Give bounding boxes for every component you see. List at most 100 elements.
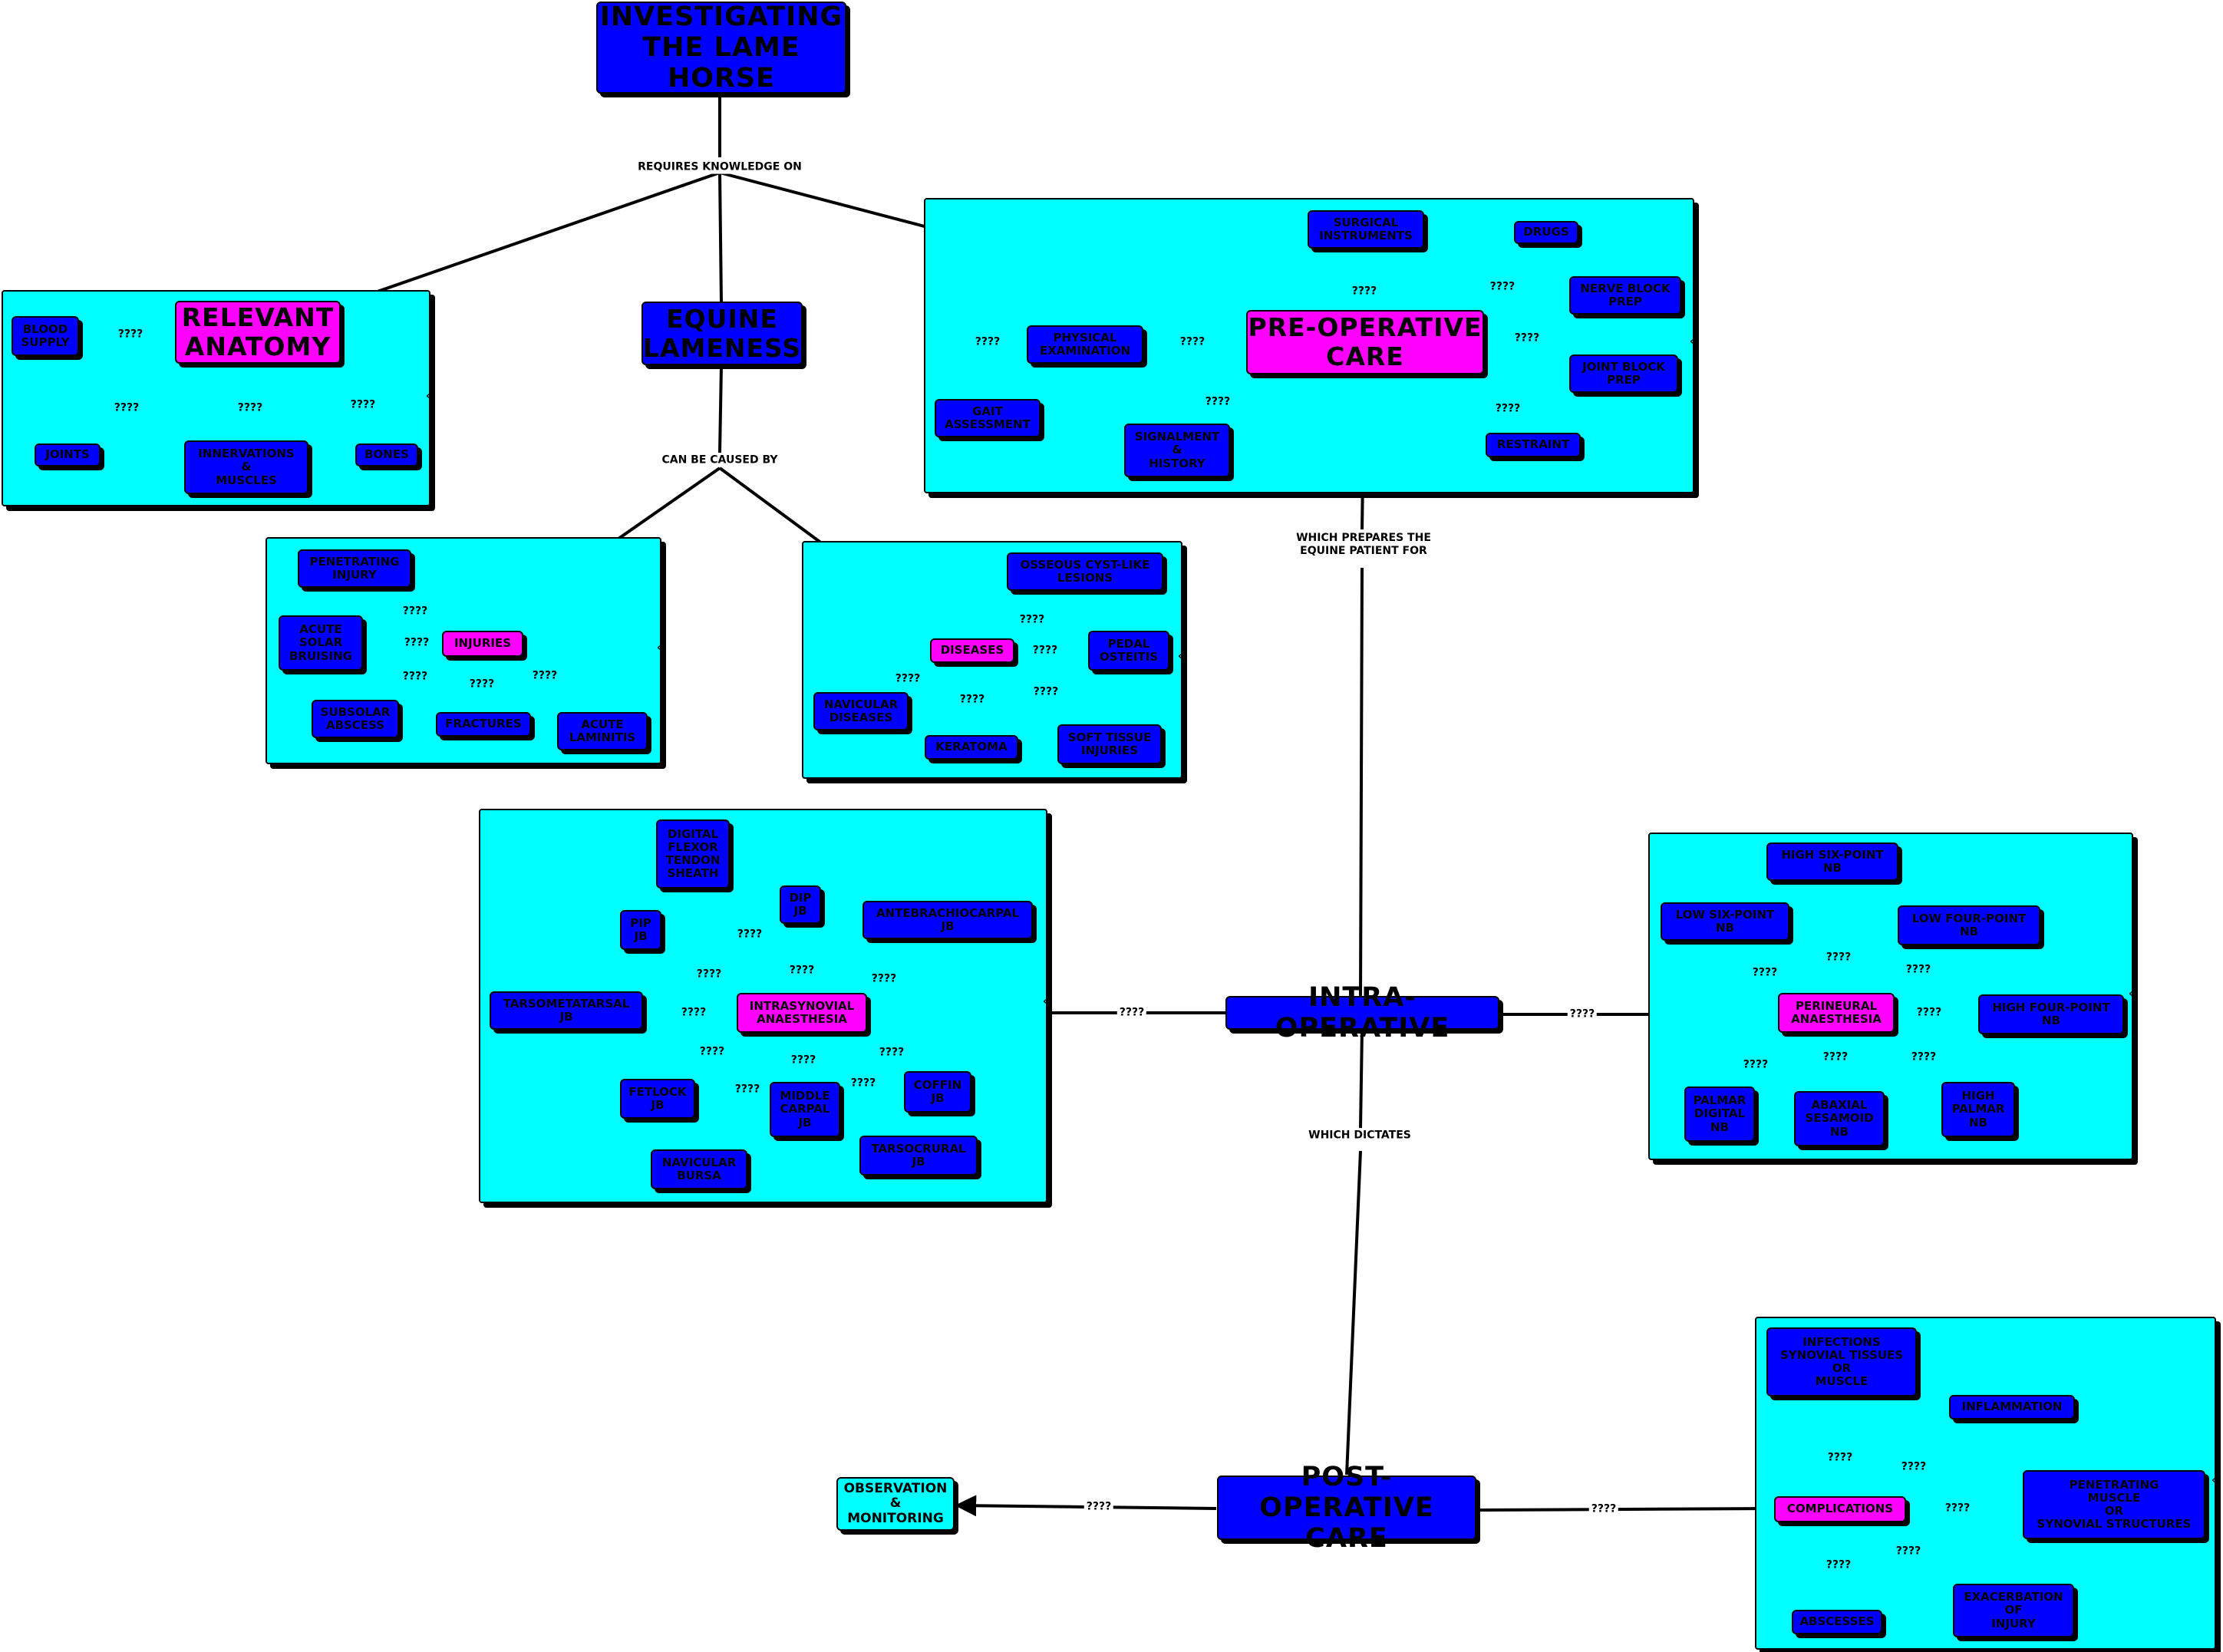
link-unknown[interactable]: ???? (787, 964, 817, 978)
high-four-point-nb-node[interactable]: HIGH FOUR-POINT NB (1978, 994, 2124, 1034)
link-unknown[interactable]: ???? (235, 401, 266, 415)
link-unknown[interactable]: ???? (1202, 395, 1233, 409)
palmar-digital-nb-node[interactable]: PALMAR DIGITAL NB (1684, 1086, 1755, 1142)
fetlock-jb-node[interactable]: FETLOCK JB (620, 1079, 695, 1119)
diseases-hub[interactable]: DISEASES (930, 638, 1014, 663)
inflammation-node[interactable]: INFLAMMATION (1949, 1395, 2075, 1420)
link-unknown[interactable]: ???? (957, 693, 988, 707)
high-six-point-nb-node[interactable]: HIGH SIX-POINT NB (1766, 842, 1898, 881)
pedal-osteitis-node[interactable]: PEDAL OSTEITIS (1088, 631, 1169, 671)
link-unknown[interactable]: ???? (1177, 335, 1208, 349)
link-unknown[interactable]: ???? (111, 401, 142, 415)
link-unknown[interactable]: ???? (788, 1054, 819, 1067)
penetrating-injury-node[interactable]: PENETRATING INJURY (298, 549, 411, 588)
innervations-node[interactable]: INNERVATIONS & MUSCLES (184, 440, 308, 494)
double-chevron-left-icon[interactable]: « (2211, 1475, 2218, 1486)
complications-hub[interactable]: COMPLICATIONS (1774, 1496, 1906, 1522)
link-unknown[interactable]: ???? (467, 678, 497, 691)
preop-concept[interactable]: PRE-OPERATIVE CARE (1246, 310, 1484, 374)
low-six-point-nb-node[interactable]: LOW SIX-POINT NB (1661, 902, 1789, 941)
injuries-hub[interactable]: INJURIES (442, 631, 523, 657)
signalment-history-node[interactable]: SIGNALMENT & HISTORY (1124, 424, 1230, 477)
perineural-hub[interactable]: PERINEURAL ANAESTHESIA (1778, 993, 1895, 1033)
link-unknown[interactable]: ???? (1017, 613, 1047, 627)
dip-jb-node[interactable]: DIP JB (780, 885, 821, 924)
link-unknown[interactable]: ???? (115, 328, 146, 341)
link-unknown[interactable]: ???? (1823, 951, 1854, 964)
pip-jb-node[interactable]: PIP JB (620, 910, 661, 950)
subsolar-abscess-node[interactable]: SUBSOLAR ABSCESS (312, 700, 399, 738)
link-unknown[interactable]: ???? (697, 1045, 727, 1059)
link-unknown[interactable]: ???? (678, 1006, 709, 1020)
penetrating-muscle-node[interactable]: PENETRATING MUSCLE OR SYNOVIAL STRUCTURE… (2023, 1470, 2205, 1539)
infections-node[interactable]: INFECTIONS SYNOVIAL TISSUES OR MUSCLE (1766, 1327, 1917, 1396)
anatomy-concept[interactable]: RELEVANT ANATOMY (175, 301, 341, 364)
nerve-block-prep-node[interactable]: NERVE BLOCK PREP (1569, 276, 1681, 315)
blood-supply-node[interactable]: BLOOD SUPPLY (12, 316, 79, 356)
link-unknown[interactable]: ???? (1942, 1502, 1973, 1515)
link-unknown[interactable]: ???? (1893, 1545, 1924, 1558)
acute-solar-bruising-node[interactable]: ACUTE SOLAR BRUISING (279, 615, 363, 671)
link-unknown[interactable]: ???? (876, 1046, 907, 1060)
soft-tissue-node[interactable]: SOFT TISSUE INJURIES (1057, 724, 1162, 764)
root-concept[interactable]: INVESTIGATING THE LAME HORSE (596, 2, 846, 94)
link-unknown[interactable]: ???? (1903, 963, 1934, 977)
double-chevron-left-icon[interactable]: « (1690, 336, 1697, 348)
link-unknown[interactable]: ???? (972, 335, 1003, 349)
digital-flexor-sheath-node[interactable]: DIGITAL FLEXOR TENDON SHEATH (656, 819, 730, 889)
tarsometatarsal-jb-node[interactable]: TARSOMETATARSAL JB (490, 991, 643, 1030)
link-unknown[interactable]: ???? (400, 670, 430, 684)
link-unknown[interactable]: ???? (401, 636, 432, 650)
postop-concept[interactable]: POST-OPERATIVE CARE (1217, 1462, 1476, 1554)
link-unknown[interactable]: ???? (1030, 644, 1060, 658)
double-chevron-left-icon[interactable]: « (2129, 988, 2136, 1000)
link-unknown[interactable]: ???? (1492, 402, 1523, 416)
link-unknown[interactable]: ???? (1512, 331, 1542, 345)
high-palmar-nb-node[interactable]: HIGH PALMAR NB (1941, 1082, 2015, 1137)
link-unknown[interactable]: ???? (1825, 1451, 1855, 1465)
keratoma-node[interactable]: KERATOMA (925, 735, 1018, 760)
link-requires-knowledge[interactable]: REQUIRES KNOWLEDGE ON (635, 160, 804, 174)
coffin-jb-node[interactable]: COFFIN JB (904, 1071, 971, 1113)
physical-examination-node[interactable]: PHYSICAL EXAMINATION (1027, 325, 1143, 364)
link-unknown[interactable]: ???? (1750, 966, 1780, 980)
link-unknown[interactable]: ???? (732, 1083, 763, 1096)
link-unknown[interactable]: ???? (1567, 1007, 1598, 1021)
double-chevron-left-icon[interactable]: « (1178, 651, 1185, 662)
drugs-node[interactable]: DRUGS (1514, 221, 1578, 244)
middle-carpal-jb-node[interactable]: MIDDLE CARPAL JB (770, 1082, 840, 1137)
link-unknown[interactable]: ???? (1823, 1558, 1854, 1572)
link-unknown[interactable]: ???? (400, 605, 430, 618)
link-unknown[interactable]: ???? (892, 672, 923, 686)
link-unknown[interactable]: ???? (1820, 1050, 1851, 1064)
link-unknown[interactable]: ???? (1898, 1460, 1929, 1474)
link-which-dictates[interactable]: WHICH DICTATES (1306, 1129, 1413, 1143)
acute-laminitis-node[interactable]: ACUTE LAMINITIS (557, 712, 648, 750)
joints-node[interactable]: JOINTS (35, 444, 101, 467)
link-prepares-patient[interactable]: WHICH PREPARES THE EQUINE PATIENT FOR (1294, 532, 1433, 558)
link-unknown[interactable]: ???? (1083, 1500, 1114, 1514)
link-unknown[interactable]: ???? (1116, 1006, 1147, 1020)
link-unknown[interactable]: ???? (869, 972, 899, 986)
navicular-bursa-node[interactable]: NAVICULAR BURSA (651, 1149, 747, 1189)
abaxial-sesamoid-nb-node[interactable]: ABAXIAL SESAMOID NB (1794, 1091, 1885, 1146)
link-unknown[interactable]: ???? (1740, 1058, 1771, 1072)
restraint-node[interactable]: RESTRAINT (1486, 433, 1581, 457)
link-unknown[interactable]: ???? (348, 398, 378, 412)
link-unknown[interactable]: ???? (734, 928, 765, 941)
link-unknown[interactable]: ???? (1031, 685, 1061, 699)
link-unknown[interactable]: ???? (529, 669, 560, 683)
tarsocrural-jb-node[interactable]: TARSOCRURAL JB (859, 1136, 978, 1176)
link-unknown[interactable]: ???? (1487, 280, 1518, 294)
antebrachiocarpal-jb-node[interactable]: ANTEBRACHIOCARPAL JB (862, 901, 1033, 939)
link-unknown[interactable]: ???? (1908, 1050, 1939, 1064)
observation-monitoring-node[interactable]: OBSERVATION & MONITORING (836, 1477, 955, 1531)
gait-assessment-node[interactable]: GAIT ASSESSMENT (935, 399, 1041, 437)
link-unknown[interactable]: ???? (1349, 285, 1380, 298)
link-unknown[interactable]: ???? (1588, 1502, 1619, 1516)
low-four-point-nb-node[interactable]: LOW FOUR-POINT NB (1898, 905, 2040, 945)
bones-node[interactable]: BONES (355, 444, 418, 467)
link-can-be-caused-by[interactable]: CAN BE CAUSED BY (659, 453, 780, 467)
lameness-concept[interactable]: EQUINE LAMENESS (642, 302, 803, 365)
link-unknown[interactable]: ???? (1914, 1006, 1944, 1020)
